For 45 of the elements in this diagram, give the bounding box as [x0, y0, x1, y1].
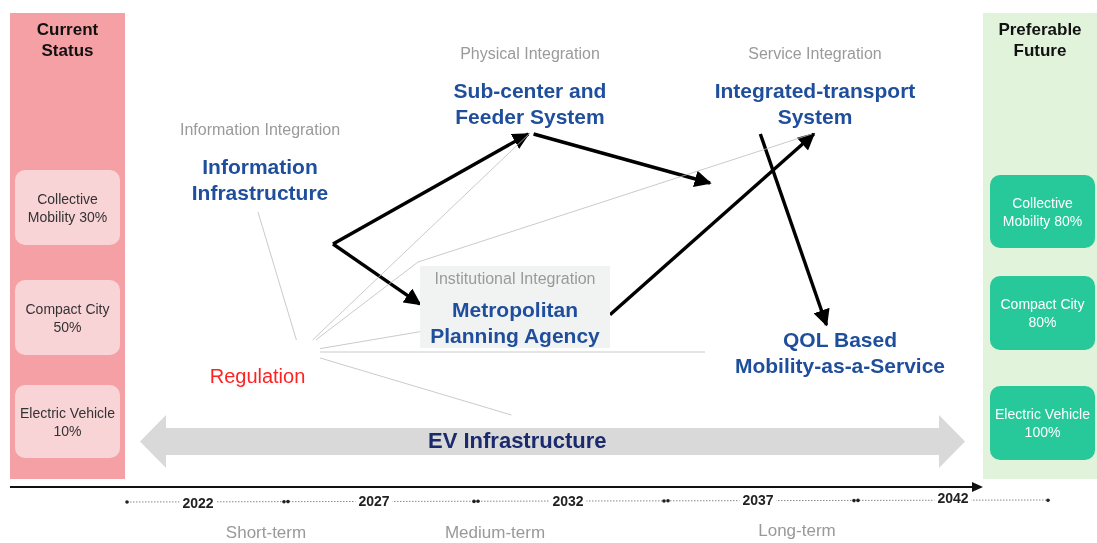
panel-heading: Preferable Future [997, 19, 1083, 61]
indicator-label: Electric Vehicle 10% [19, 403, 116, 440]
year-label: 2032 [549, 493, 587, 509]
connector-line [257, 211, 297, 341]
category-heading: Service Integration [748, 44, 882, 64]
category-heading: Information Integration [179, 120, 341, 140]
concept-title: Integrated-transport System [713, 78, 917, 130]
concept-title: QOL Based Mobility-as-a-Service [733, 327, 947, 379]
indicator-card [15, 170, 120, 245]
arrow [758, 133, 830, 327]
agency-box [420, 266, 610, 348]
indicator-card [15, 385, 120, 458]
indicator-card [990, 276, 1095, 350]
concept-title: Sub-center and Feeder System [452, 78, 608, 130]
period-label: Short-term [225, 523, 307, 543]
year-label: 2027 [355, 493, 393, 509]
status-panel [10, 13, 125, 479]
category-heading: Institutional Integration [434, 269, 596, 289]
indicator-card [990, 386, 1095, 460]
connector-line [312, 133, 530, 341]
arrow [332, 132, 530, 246]
concept-title: Information Infrastructure [190, 154, 330, 206]
panel-heading: Current Status [35, 19, 100, 61]
arrow [332, 242, 422, 306]
concept-title: Metropolitan Planning Agency [429, 297, 601, 349]
band-label: EV Infrastructure [428, 427, 607, 455]
indicator-card [990, 175, 1095, 248]
period-label: Medium-term [444, 523, 546, 543]
connector-line [319, 331, 421, 349]
indicator-label: Compact City 80% [999, 295, 1086, 331]
arrow [533, 132, 712, 188]
indicator-label: Electric Vehicle 100% [994, 405, 1091, 441]
status-panel [983, 13, 1097, 479]
regulation-label: Regulation [209, 364, 306, 388]
period-label: Long-term [758, 521, 836, 541]
year-label: 2022 [179, 495, 217, 511]
indicator-label: Collective Mobility 80% [1001, 193, 1084, 230]
category-heading: Physical Integration [460, 44, 600, 64]
year-label: 2037 [739, 492, 777, 508]
year-label: 2042 [934, 490, 972, 506]
connector-line [319, 357, 512, 416]
indicator-label: Compact City 50% [24, 299, 111, 336]
connector-line [315, 133, 813, 341]
indicator-label: Collective Mobility 30% [26, 189, 109, 226]
indicator-card [15, 280, 120, 355]
